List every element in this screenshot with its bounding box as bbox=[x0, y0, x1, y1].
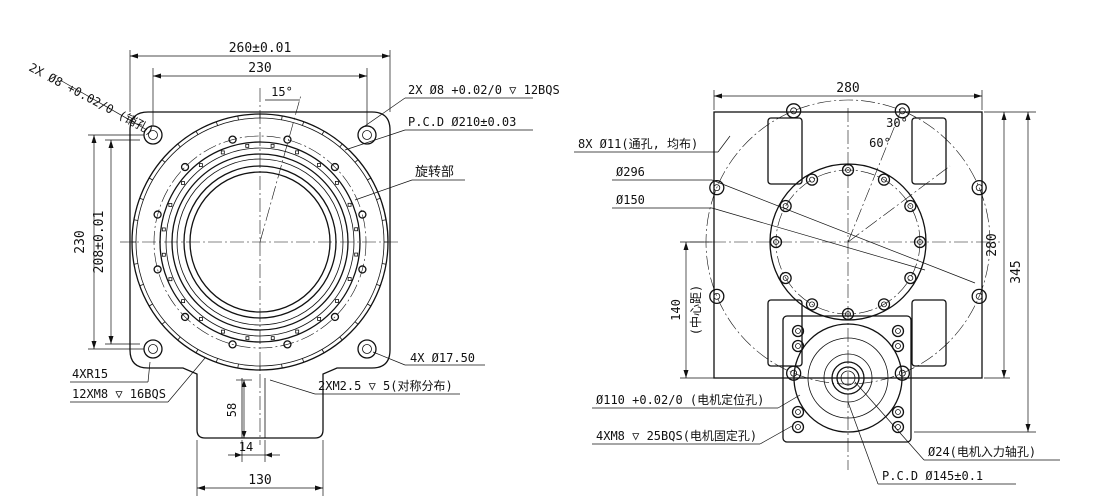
slot-bl bbox=[767, 299, 803, 367]
dim-angle-15: 15° bbox=[271, 85, 293, 99]
dim-height-280: 280 bbox=[985, 233, 1000, 256]
right-view: 280 30° 60° 280 345 8X Ø11(通孔, 均布) Ø296 … bbox=[574, 81, 1060, 485]
left-ring-5 bbox=[171, 153, 349, 331]
dim-tab-14: 14 bbox=[239, 440, 253, 454]
dim-height-208: 208±0.01 bbox=[92, 211, 107, 274]
label-pin-holes: 2X Ø8 +0.02/0 (销孔) bbox=[27, 60, 157, 138]
left-ring-7 bbox=[183, 165, 337, 319]
right-dim-side bbox=[680, 111, 1036, 433]
left-dim-top bbox=[129, 50, 391, 126]
dim-angle-30: 30° bbox=[886, 116, 908, 130]
label-dia-296: Ø296 bbox=[616, 165, 645, 179]
dim-width-260: 260±0.01 bbox=[229, 41, 292, 56]
left-plate-outline bbox=[129, 111, 391, 439]
label-threads-m8: 12XM8 ▽ 16BQS bbox=[72, 387, 166, 401]
left-ring-6 bbox=[176, 158, 344, 326]
motor-circle-inner bbox=[807, 337, 889, 419]
left-dim-side bbox=[88, 134, 144, 350]
slot-tl bbox=[767, 117, 803, 185]
motor-corner-holes bbox=[791, 324, 905, 434]
motor-circle-110 bbox=[793, 323, 903, 433]
label-corner-holes: 4X Ø17.50 bbox=[410, 351, 475, 365]
left-ring-marks bbox=[132, 114, 388, 370]
dim-angle-60: 60° bbox=[869, 136, 891, 150]
label-through-holes: 8X Ø11(通孔, 均布) bbox=[578, 137, 698, 151]
dim-height-230: 230 bbox=[73, 230, 88, 253]
label-pcd-145: P.C.D Ø145±0.1 bbox=[882, 469, 983, 483]
label-threads-m2-5: 2XM2.5 ▽ 5(对称分布) bbox=[318, 379, 453, 393]
dim-height-345: 345 bbox=[1009, 260, 1024, 283]
label-motor-fixing: 4XM8 ▽ 25BQS(电机固定孔) bbox=[596, 428, 757, 443]
dim-width-280: 280 bbox=[836, 81, 859, 96]
dim-tab-58: 58 bbox=[225, 403, 239, 417]
label-dia-150: Ø150 bbox=[616, 193, 645, 207]
right-angle-30 bbox=[847, 112, 901, 243]
motor-circle-shaft bbox=[831, 361, 865, 395]
slot-tr bbox=[911, 117, 947, 185]
left-ring-3 bbox=[159, 141, 361, 343]
left-ring-4 bbox=[165, 147, 355, 337]
right-leaders bbox=[574, 135, 1060, 485]
right-dim-top bbox=[713, 90, 983, 110]
label-pcd-210: P.C.D Ø210±0.03 bbox=[408, 115, 516, 129]
left-leaders bbox=[59, 79, 533, 403]
motor-shaft-24 bbox=[836, 366, 860, 390]
dim-tab-130: 130 bbox=[248, 473, 271, 488]
left-ring-bore bbox=[189, 171, 331, 313]
right-angle-60 bbox=[847, 165, 951, 243]
motor-shaft-core bbox=[840, 370, 856, 386]
left-pcd-circle bbox=[153, 135, 367, 349]
label-center-distance: (中心距) bbox=[688, 285, 703, 335]
dim-width-230: 230 bbox=[248, 61, 271, 76]
label-rotating-part: 旋转部 bbox=[415, 165, 454, 180]
motor-block bbox=[782, 315, 912, 443]
left-view: 260±0.01 230 15° 230 208±0.01 2X Ø8 +0.0… bbox=[27, 41, 560, 496]
right-motor-holes bbox=[769, 163, 927, 321]
left-dim-tab bbox=[196, 379, 324, 496]
label-motor-shaft: Ø24(电机入力轴孔) bbox=[928, 444, 1036, 459]
label-corner-radius: 4XR15 bbox=[72, 367, 108, 381]
dim-center-140: 140 bbox=[669, 299, 683, 321]
label-tapped-pin: 2X Ø8 +0.02/0 ▽ 12BQS bbox=[408, 83, 560, 97]
slot-br bbox=[911, 299, 947, 367]
label-motor-locating: Ø110 +0.02/0 (电机定位孔) bbox=[596, 392, 764, 407]
right-through-holes bbox=[709, 103, 987, 381]
left-ring-holes bbox=[153, 135, 367, 349]
